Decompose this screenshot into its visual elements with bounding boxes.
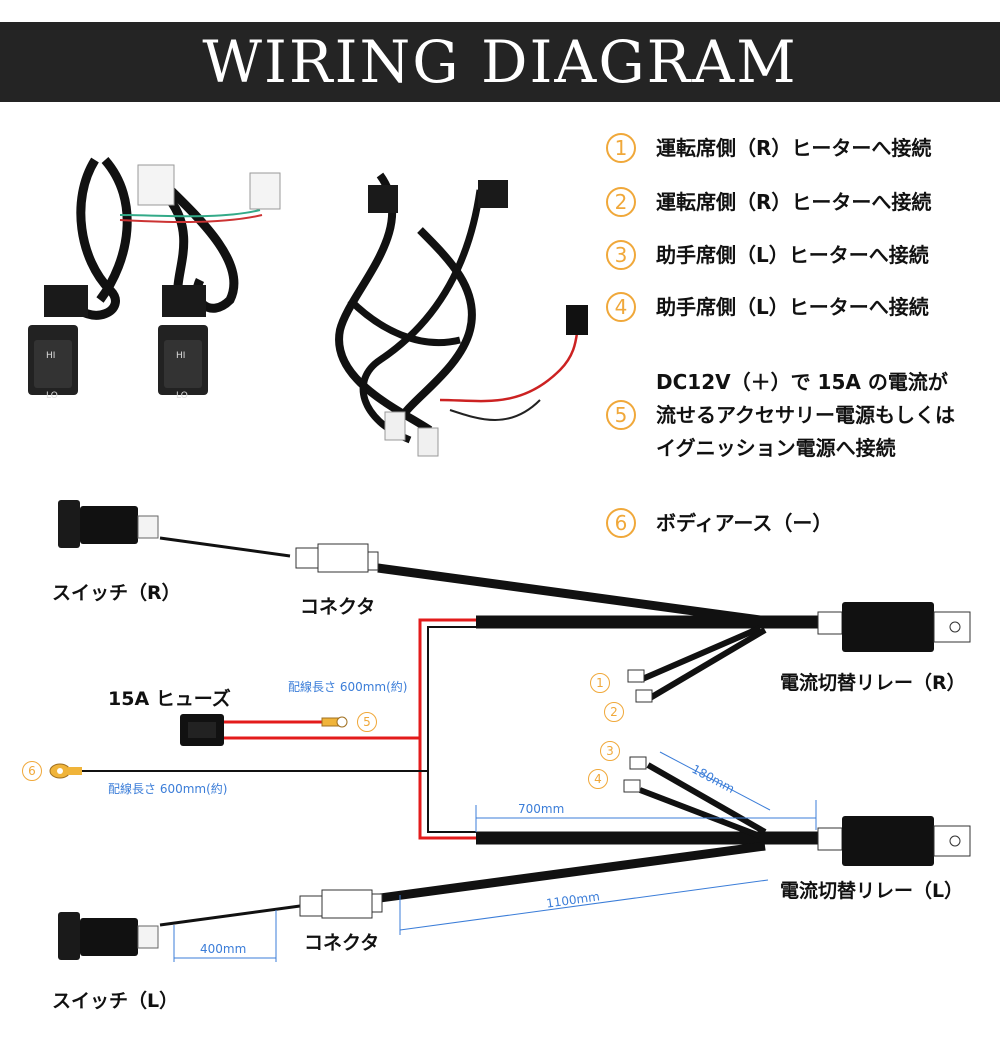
dimension-lines [173, 751, 817, 962]
switch-lo-label-photo-l: LO [176, 391, 188, 401]
page-title: WIRING DIAGRAM [202, 28, 798, 96]
fuse-label: 15A ヒューズ [108, 688, 231, 710]
legend-number-2: 2 [606, 187, 636, 217]
legend-number-4: 4 [606, 292, 636, 322]
legend-text-6: ボディアース（ー） [656, 511, 833, 535]
switch-lo-label-photo-r: LO [46, 391, 58, 401]
dimension-700: 700mm [518, 802, 565, 816]
legend-number-5: 5 [606, 400, 636, 430]
legend-text-4: 助手席側（L）ヒーターへ接続 [656, 295, 929, 319]
legend-text-1: 運転席側（R）ヒーターへ接続 [656, 136, 932, 160]
terminal-6 [49, 763, 82, 779]
callout-6: 6 [22, 761, 42, 781]
relay-r-label: 電流切替リレー（R） [780, 672, 966, 694]
legend-number-1: 1 [606, 133, 636, 163]
legend-number-6: 6 [606, 508, 636, 538]
switch-l-graphic [58, 912, 159, 960]
switch-hi-label-photo-r: HI [46, 351, 55, 361]
legend-text-2: 運転席側（R）ヒーターへ接続 [656, 190, 932, 214]
legend-item-1: 1 運転席側（R）ヒーターへ接続 [606, 133, 931, 163]
connector-top-graphic [295, 543, 379, 573]
legend-text-5-line-1: DC12V（＋）で 15A の電流が [656, 370, 948, 394]
legend-item-6: 6 ボディアース（ー） [606, 508, 832, 538]
relay-l-label: 電流切替リレー（L） [780, 880, 964, 902]
connector-bottom-graphic [299, 889, 383, 919]
legend-item-4: 4 助手席側（L）ヒーターへ接続 [606, 292, 929, 322]
connector-bottom-label: コネクタ [304, 932, 380, 954]
callout-3: 3 [600, 741, 620, 761]
legend-text-5: DC12V（＋）で 15A の電流が 流せるアクセサリー電源もしくは イグニッシ… [656, 366, 955, 465]
connector-top-label: コネクタ [300, 596, 376, 618]
legend-item-3: 3 助手席側（L）ヒーターへ接続 [606, 240, 929, 270]
callout-2: 2 [604, 702, 624, 722]
callout-5: 5 [357, 712, 377, 732]
legend-text-5-line-3: イグニッション電源へ接続 [656, 436, 896, 460]
switch-l-label: スイッチ（L） [52, 990, 179, 1012]
switch-r-graphic [58, 500, 159, 548]
relay-r-graphic [817, 602, 971, 652]
legend-item-2: 2 運転席側（R）ヒーターへ接続 [606, 187, 931, 217]
terminals-1-2 [627, 669, 653, 703]
power-wire [80, 618, 476, 840]
dimension-400: 400mm [200, 942, 247, 956]
switch-r-label: スイッチ（R） [52, 582, 181, 604]
fuse-graphic [180, 714, 224, 746]
callout-4: 4 [588, 769, 608, 789]
dimension-power-wire: 配線長さ 600mm(約) [288, 680, 408, 694]
terminal-5 [321, 716, 348, 728]
callout-1: 1 [590, 673, 610, 693]
legend-item-5: 5 DC12V（＋）で 15A の電流が 流せるアクセサリー電源もしくは イグニ… [606, 370, 955, 465]
switch-r-cable [159, 536, 820, 701]
relay-l-graphic [817, 816, 971, 866]
legend-text-5-line-2: 流せるアクセサリー電源もしくは [656, 403, 955, 427]
legend-text-3: 助手席側（L）ヒーターへ接続 [656, 243, 929, 267]
title-banner: WIRING DIAGRAM [0, 22, 1000, 102]
product-photo-harness [335, 172, 588, 457]
terminals-3-4 [623, 756, 647, 793]
legend-number-3: 3 [606, 240, 636, 270]
dimension-ground-wire: 配線長さ 600mm(約) [108, 782, 228, 796]
switch-hi-label-photo-l: HI [176, 351, 185, 361]
product-photo-switches: HI LO HI LO [28, 157, 281, 401]
switch-l-cable [159, 762, 820, 927]
